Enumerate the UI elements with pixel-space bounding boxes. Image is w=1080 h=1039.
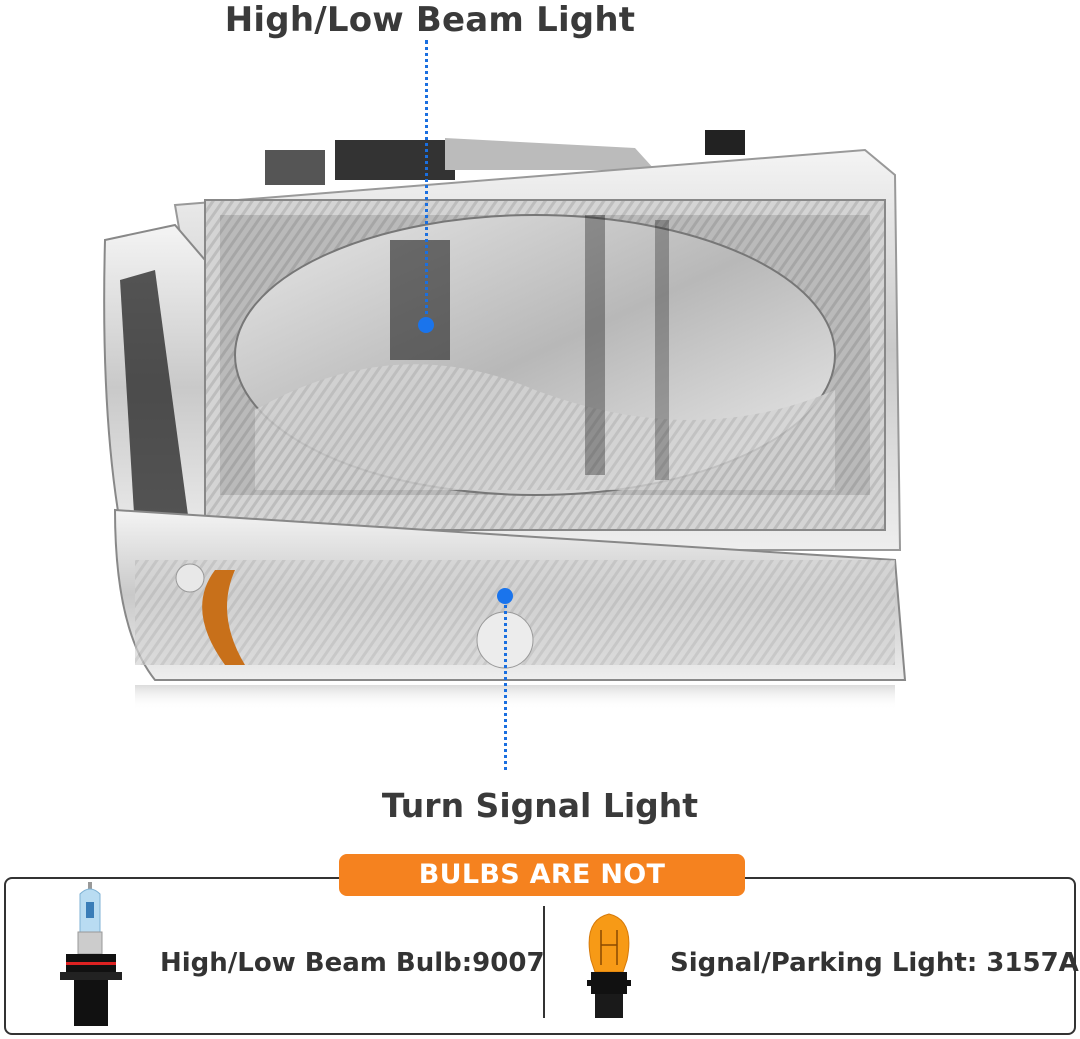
bulb-label-9007: High/Low Beam Bulb:9007 — [160, 948, 545, 978]
bulb-info-panel — [4, 877, 1076, 1035]
bulb-label-3157a: Signal/Parking Light: 3157A — [670, 948, 1079, 978]
turn-signal-callout-line — [504, 600, 507, 770]
bulbs-not-included-badge: BULBS ARE NOT INCLUDED — [339, 854, 745, 932]
turn-signal-callout-dot — [497, 588, 513, 604]
headlight-assembly-image — [103, 130, 907, 710]
panel-divider — [543, 906, 545, 1018]
turn-signal-label: Turn Signal Light — [381, 786, 699, 825]
high-beam-callout-dot — [418, 317, 434, 333]
high-beam-callout-line — [425, 40, 428, 322]
amber-bulb-3157a-icon — [587, 913, 631, 1018]
halogen-bulb-9007-icon — [60, 882, 122, 1026]
high-low-beam-label: High/Low Beam Light — [224, 0, 636, 40]
